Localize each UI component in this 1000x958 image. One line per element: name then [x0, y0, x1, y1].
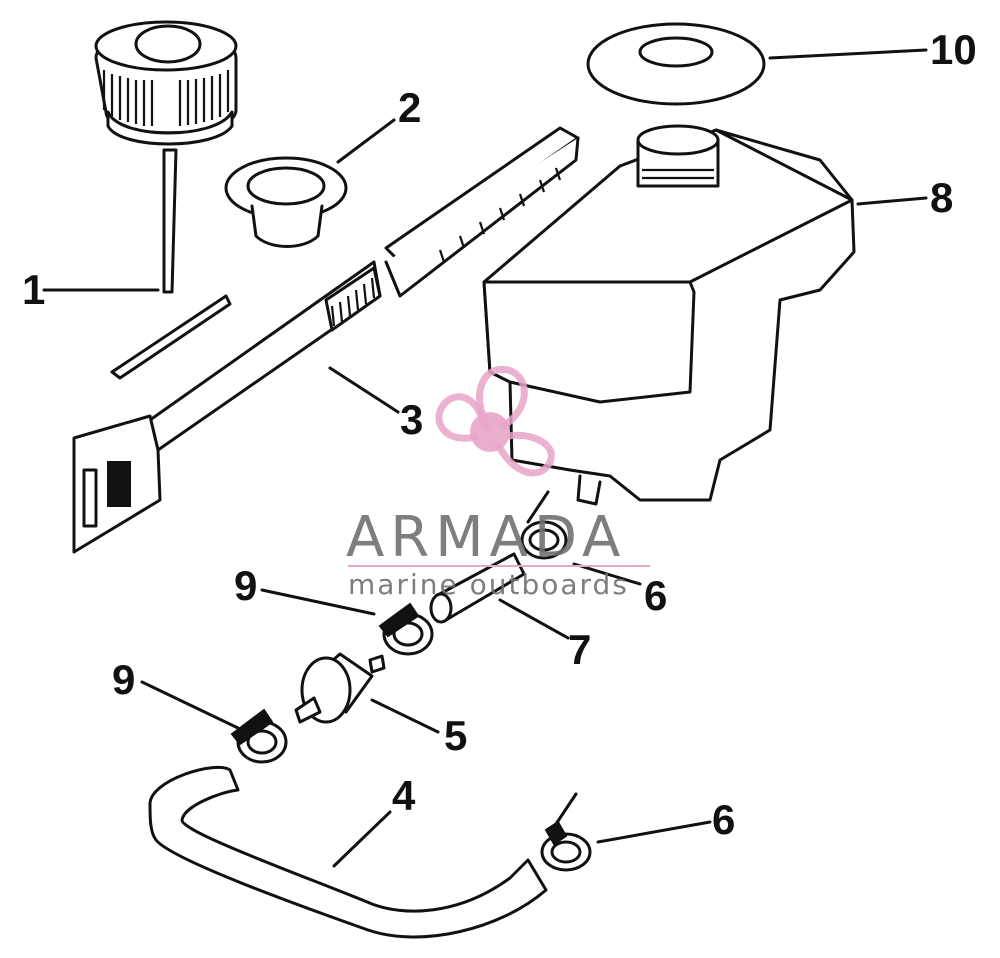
callout-5: 5: [444, 712, 467, 759]
leader-lines: [42, 48, 928, 868]
part-gasket: [586, 22, 766, 106]
part-clamp-upper: [520, 490, 568, 560]
watermark-subtitle: marine outboards: [348, 568, 629, 601]
part-grommet: [224, 156, 348, 248]
part-clamp-9-upper: [378, 602, 434, 656]
callout-2: 2: [398, 84, 421, 131]
callout-6-upper: 6: [644, 572, 667, 619]
callout-6-lower: 6: [712, 796, 735, 843]
callouts: 1 2 3 4 5 6 6 7 8 9 9 10: [22, 26, 977, 843]
watermark: ARMADA marine outboards: [346, 365, 650, 601]
part-hose-short: [429, 552, 526, 624]
part-clamp-9-lower: [230, 708, 288, 764]
part-fuel-cap: [94, 20, 238, 380]
propeller-logo-icon: [435, 365, 555, 477]
callout-4: 4: [392, 772, 416, 819]
callout-9-upper: 9: [234, 562, 257, 609]
part-fuel-tank: [482, 124, 856, 506]
callout-10: 10: [930, 26, 977, 73]
part-clamp-lower: [540, 792, 592, 872]
part-fuel-filter: [294, 652, 386, 724]
callout-9-lower: 9: [112, 656, 135, 703]
callout-1: 1: [22, 266, 45, 313]
callout-8: 8: [930, 174, 953, 221]
callout-7: 7: [568, 626, 591, 673]
watermark-title: ARMADA: [346, 505, 626, 570]
part-mounting-strap: [72, 126, 580, 554]
callout-3: 3: [400, 396, 423, 443]
part-hose-long: [148, 765, 548, 939]
